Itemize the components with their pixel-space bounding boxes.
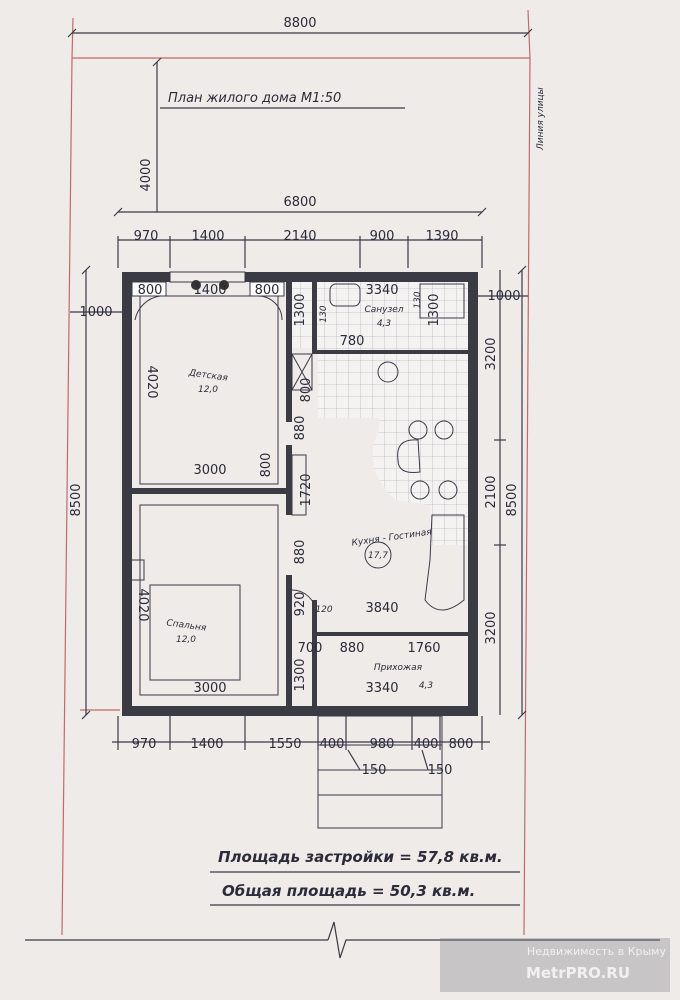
dim-1300a: 1300 (293, 293, 308, 326)
house-width-dimension: 6800 (113, 195, 487, 217)
overall-width-label: 8800 (283, 16, 316, 31)
dim-1300c: 1300 (293, 658, 308, 691)
dim-800a: 800 (138, 283, 163, 298)
dim-880b: 880 (293, 540, 308, 565)
room-name-5: Прихожая (374, 663, 423, 673)
corridor-label: 780 (340, 334, 365, 349)
bottom-chain-5: 980 (370, 737, 395, 752)
right-dimensions: 8500 3200 2100 3200 1000 (478, 265, 528, 720)
dim-130b: 130 (413, 291, 423, 308)
total-area-note: Общая площадь = 50,3 кв.м. (222, 882, 475, 900)
left-offset-label: 1000 (79, 305, 112, 320)
left-dimensions: 8500 1000 4020 (69, 265, 159, 720)
dim-1760: 1760 (407, 641, 440, 656)
overall-width-dimension: 8800 (67, 16, 533, 38)
dim-1400: 1400 (193, 283, 226, 298)
top-chain-4: 900 (370, 229, 395, 244)
bedroom2-width-label: 3000 (193, 681, 226, 696)
stair-offset-2: 150 (428, 763, 453, 778)
top-chain-2: 1400 (191, 229, 224, 244)
room-area-1: 12,0 (198, 385, 218, 395)
right-chain-2: 2100 (484, 475, 499, 508)
bottom-chain-1: 970 (132, 737, 157, 752)
room-area-2: 12,0 (176, 635, 196, 645)
house-walls (122, 271, 478, 829)
dim-880a: 880 (293, 416, 308, 441)
bottom-chain-6: 400 (414, 737, 439, 752)
room-name-4: Санузел (364, 305, 403, 315)
right-offset-label: 1000 (487, 289, 520, 304)
drawing-title: План жилого дома М1:50 (168, 91, 341, 106)
dim-130a: 130 (319, 305, 329, 322)
stair-offset-1: 150 (362, 763, 387, 778)
street-line-label: Линия улицы (536, 87, 546, 151)
left-total-label: 8500 (69, 483, 84, 516)
plot-boundary (61, 9, 531, 936)
bedroom2-depth-label: 4020 (135, 588, 150, 621)
bottom-dimension-chain: 970 1400 1550 400 980 400 800 150 150 (112, 716, 490, 778)
built-area-note: Площадь застройки = 57,8 кв.м. (218, 848, 503, 866)
bottom-chain-3: 1550 (268, 737, 301, 752)
room-area-5: 4,3 (419, 681, 434, 691)
dim-920: 920 (293, 592, 308, 617)
dim-800: 800 (299, 378, 314, 403)
top-chain-3: 2140 (283, 229, 316, 244)
dim-700: 700 (298, 641, 323, 656)
ground-line (25, 921, 660, 959)
top-chain-1: 970 (134, 229, 159, 244)
right-chain-3: 3200 (484, 611, 499, 644)
room-area-3: 17,7 (368, 551, 388, 561)
dim-1720: 1720 (299, 473, 314, 506)
dim-1300b: 1300 (427, 293, 442, 326)
bath-width-label: 3340 (365, 283, 398, 298)
left-room-depth-label: 4020 (144, 365, 159, 398)
setback-dimension: 4000 (139, 57, 162, 212)
watermark-line-2: MetrPRO.RU (526, 964, 630, 982)
bottom-chain-7: 800 (449, 737, 474, 752)
area-notes: Площадь застройки = 57,8 кв.м. Общая пло… (210, 848, 520, 906)
dim-120: 120 (315, 605, 332, 615)
watermark-line-1: Недвижимость в Крыму (527, 945, 667, 958)
dim-800c: 800 (259, 453, 274, 478)
right-chain-1: 3200 (484, 337, 499, 370)
hall-width-label: 3340 (365, 681, 398, 696)
inner-dimensions: 800 1400 800 3340 1300 1300 130 130 780 … (135, 283, 442, 696)
bottom-chain-2: 1400 (190, 737, 223, 752)
bottom-chain-4: 400 (320, 737, 345, 752)
dim-800b: 800 (255, 283, 280, 298)
bedroom1-width-label: 3000 (193, 463, 226, 478)
right-total-label: 8500 (505, 483, 520, 516)
dim-3840: 3840 (365, 601, 398, 616)
setback-label: 4000 (139, 158, 154, 191)
dim-880c: 880 (340, 641, 365, 656)
top-dimension-chain: 970 1400 2140 900 1390 (117, 229, 483, 268)
house-width-label: 6800 (283, 195, 316, 210)
room-area-4: 4,3 (377, 319, 392, 329)
top-chain-5: 1390 (425, 229, 458, 244)
